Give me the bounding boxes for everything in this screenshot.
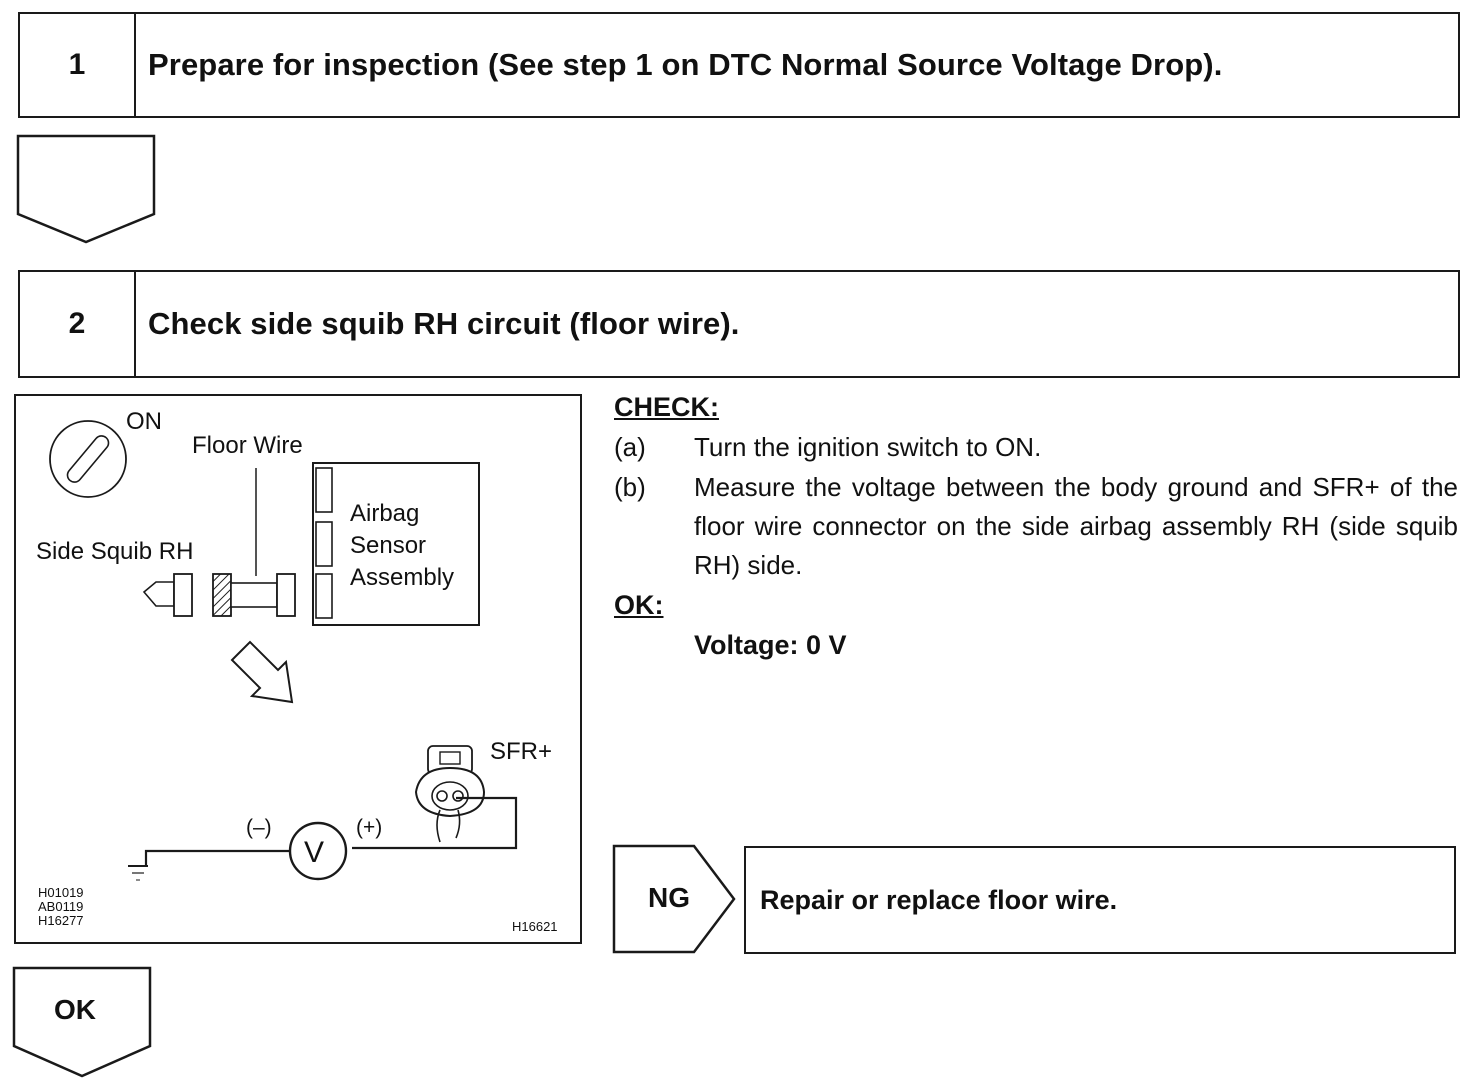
step-2-title: Check side squib RH circuit (floor wire)…: [148, 306, 740, 341]
ok-label: OK: [54, 994, 96, 1025]
wiring-diagram: [49, 420, 518, 881]
minus-label: (–): [246, 816, 272, 839]
plus-label: (+): [356, 816, 383, 839]
check-item-b: (b) Measure the voltage between the body…: [614, 468, 1460, 588]
figure-code-left-3: H16277: [38, 913, 84, 928]
airbag-sensor-icon: [312, 462, 480, 626]
check-item-a: (a) Turn the ignition switch to ON.: [614, 428, 1460, 468]
figure-code-left-2: AB0119: [38, 899, 84, 914]
step-1-header: 1 Prepare for inspection (See step 1 on …: [18, 12, 1460, 118]
step-1-title: Prepare for inspection (See step 1 on DT…: [148, 47, 1223, 82]
figure-code-right: H16621: [512, 919, 558, 934]
side-squib-label: Side Squib RH: [36, 538, 194, 565]
ng-action-box: Repair or replace floor wire.: [744, 846, 1456, 954]
flow-down-arrow-icon: [16, 134, 156, 244]
ok-heading: OK:: [614, 590, 664, 620]
step-2-header: 2 Check side squib RH circuit (floor wir…: [18, 270, 1460, 378]
check-heading: CHECK:: [614, 392, 719, 422]
check-section: CHECK: (a) Turn the ignition switch to O…: [614, 388, 1460, 678]
sensor-label-line-3: Assembly: [350, 564, 455, 591]
step-1-number: 1: [20, 14, 136, 116]
voltmeter-symbol: V: [304, 836, 325, 869]
squib-connector-icon: [142, 573, 296, 617]
check-item-b-text: Measure the voltage between the body gro…: [694, 472, 1458, 580]
floor-wire-label: Floor Wire: [192, 432, 303, 459]
step-2-number: 2: [20, 272, 136, 376]
check-item-a-letter: (a): [614, 432, 646, 462]
check-item-b-letter: (b): [614, 472, 646, 502]
ignition-switch-icon: [49, 420, 127, 498]
ok-value: Voltage: 0 V: [694, 630, 847, 660]
switch-on-label: ON: [126, 408, 162, 435]
ok-branch-arrow-icon: [12, 966, 152, 1078]
ng-label: NG: [648, 882, 690, 913]
sfr-plus-label: SFR+: [490, 738, 553, 765]
hollow-arrow-icon: [230, 640, 294, 704]
ground-icon: [128, 865, 148, 881]
ng-action-text: Repair or replace floor wire.: [760, 884, 1118, 915]
sensor-label-line-2: Sensor: [350, 532, 427, 559]
figure-code-left-1: H01019: [38, 885, 84, 900]
sensor-label-line-1: Airbag: [350, 500, 420, 527]
ng-branch-arrow-icon: [612, 844, 736, 954]
wiring-figure: ON Floor Wire Side Squib RH Airbag Senso…: [14, 394, 582, 944]
connector-face-icon: [414, 745, 486, 843]
check-item-a-text: Turn the ignition switch to ON.: [694, 432, 1042, 462]
